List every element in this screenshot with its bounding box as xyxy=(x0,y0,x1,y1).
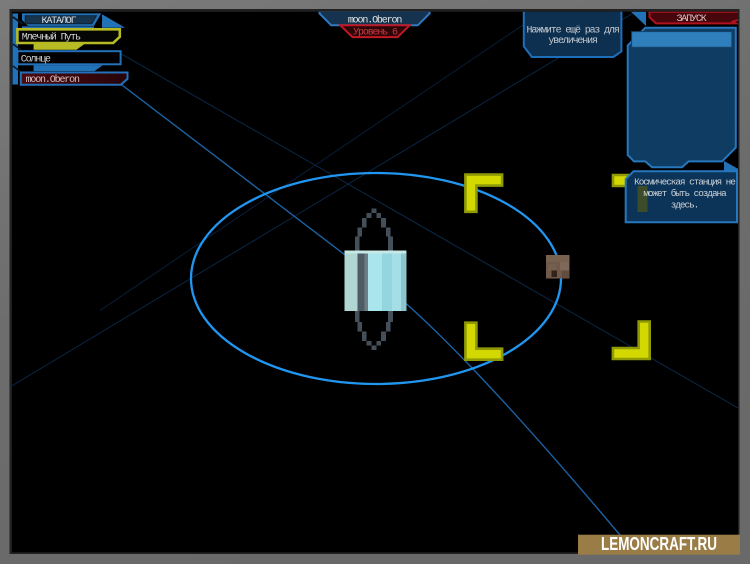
svg-text:Нажмите ещё раз для: Нажмите ещё раз для xyxy=(527,25,619,37)
svg-text:здесь.: здесь. xyxy=(671,199,698,210)
svg-text:Солнце: Солнце xyxy=(21,54,51,65)
svg-text:Млечный Путь: Млечный Путь xyxy=(22,32,81,44)
svg-text:КАТАЛОГ: КАТАЛОГ xyxy=(42,16,77,27)
svg-text:увеличения: увеличения xyxy=(548,36,597,47)
svg-text:Уровень 6: Уровень 6 xyxy=(353,28,398,39)
svg-text:ЗАПУСК: ЗАПУСК xyxy=(676,14,706,25)
svg-text:Космическая станция не: Космическая станция не xyxy=(634,176,736,187)
svg-text:moon.Oberon: moon.Oberon xyxy=(26,74,81,86)
svg-text:LEMONCRAFT.RU: LEMONCRAFT.RU xyxy=(601,534,717,554)
svg-text:moon.Oberon: moon.Oberon xyxy=(348,14,403,26)
svg-text:может быть создана: может быть создана xyxy=(643,188,727,199)
